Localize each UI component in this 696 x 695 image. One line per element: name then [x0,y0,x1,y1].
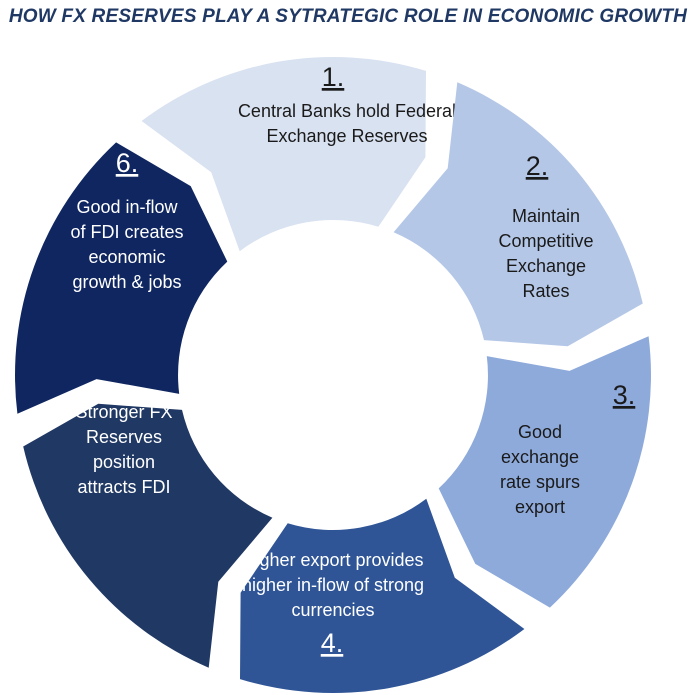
cycle-segment-6: 6. Good in-flow of FDI creates economic grow… [15,142,228,414]
step-description-line: Good [518,422,562,442]
step-description-line: higher in-flow of strong [242,575,424,595]
step-description-line: Reserves [86,427,162,447]
segment-shape-6 [15,142,228,414]
segment-shape-2 [393,82,643,347]
segment-shape-4 [240,498,525,694]
step-description-line: attracts FDI [77,477,170,497]
step-description-line: Maintain [512,206,580,226]
step-number-6: 6. [116,148,139,178]
step-description-line: Stronger FX [75,402,172,422]
segment-shape-3 [438,336,651,608]
step-description-line: Rates [522,281,569,301]
step-description-line: economic [88,247,165,267]
step-description-5: Stronger FX Reserves position attracts FDI [75,402,172,497]
step-description-line: growth & jobs [72,272,181,292]
step-description-line: Exchange [506,256,586,276]
step-description-line: currencies [291,600,374,620]
segment-shape-5 [23,403,273,668]
step-description-line: rate spurs [500,472,580,492]
diagram-title: HOW FX RESERVES PLAY A SYTRATEGIC ROLE I… [8,6,688,27]
step-description-6: Good in-flow of FDI creates economic growth… [70,197,183,292]
step-description-4: Higher export provides higher in-flow of … [242,550,424,620]
step-number-3: 3. [613,380,636,410]
step-description-line: Central Banks hold Federal [238,101,456,121]
step-description-line: position [93,452,155,472]
step-description-line: exchange [501,447,579,467]
step-description-line: Competitive [498,231,593,251]
step-description-line: Exchange Reserves [266,126,427,146]
step-number-1: 1. [322,62,345,92]
cycle-segment-4: 4. Higher export provides higher in-flow o… [240,498,525,694]
step-number-4: 4. [321,628,344,658]
step-description-line: Good in-flow [76,197,178,217]
segment-shape-1 [141,56,426,252]
step-description-line: Higher export provides [242,550,423,570]
step-description-line: of FDI creates [70,222,183,242]
step-number-2: 2. [526,151,549,181]
cycle-segment-3: 3. Good exchange rate spurs export [438,336,651,608]
step-description-line: export [515,497,565,517]
step-description-3: Good exchange rate spurs export [500,422,580,517]
